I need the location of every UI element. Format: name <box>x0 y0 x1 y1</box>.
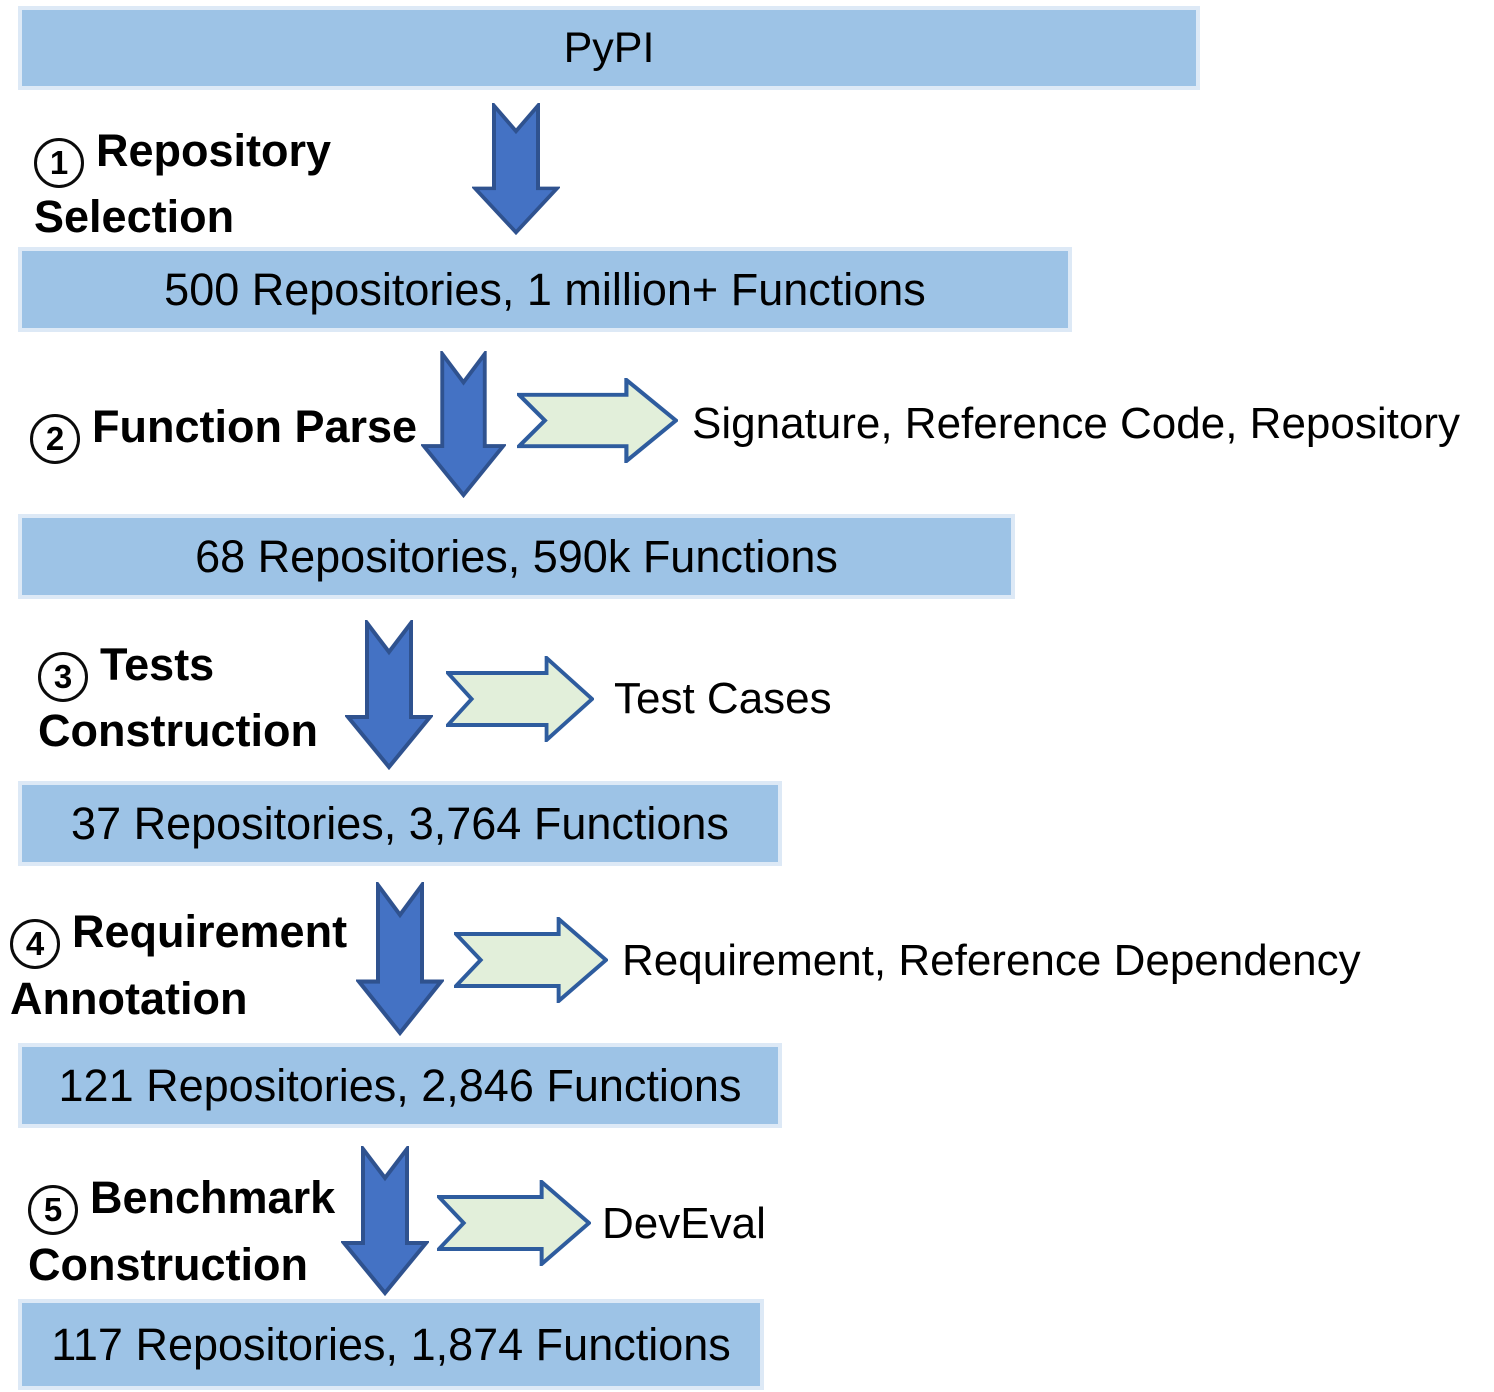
stage-result-bar: 37 Repositories, 3,764 Functions <box>18 781 782 866</box>
down-arrow-icon <box>472 103 560 235</box>
step-5-label-line-2: Construction <box>28 1239 308 1290</box>
step-5-number-badge: 5 <box>28 1185 78 1235</box>
stage-result-text: 121 Repositories, 2,846 Functions <box>58 1060 742 1111</box>
pypi-source-bar: PyPI <box>18 6 1200 90</box>
down-arrow-icon <box>345 620 433 770</box>
step-1-title: Repository <box>96 125 332 176</box>
step-4-label-line-2: Annotation <box>10 973 248 1024</box>
stage-result-text: 117 Repositories, 1,874 Functions <box>51 1319 731 1370</box>
step-4-output-text: Requirement, Reference Dependency <box>622 936 1361 985</box>
notched-right-arrow-icon <box>446 656 594 742</box>
step-3-label-line-2: Construction <box>38 705 318 756</box>
step-1-label-line-2: Selection <box>34 191 235 242</box>
step-3-title: Tests <box>100 639 215 690</box>
stage-result-text: 500 Repositories, 1 million+ Functions <box>164 264 926 315</box>
step-1-number-badge: 1 <box>34 138 84 188</box>
stage-result-text: 68 Repositories, 590k Functions <box>195 531 838 582</box>
down-arrow-icon <box>421 351 506 498</box>
step-5-output-text: DevEval <box>602 1199 766 1248</box>
stage-result-bar: 121 Repositories, 2,846 Functions <box>18 1043 782 1128</box>
step-5-title: Benchmark <box>90 1172 336 1223</box>
step-2-title: Function Parse <box>92 401 418 452</box>
stage-result-bar: 117 Repositories, 1,874 Functions <box>18 1299 764 1390</box>
step-4-title: Requirement <box>72 906 348 957</box>
step-2-output-text: Signature, Reference Code, Repository <box>692 399 1460 448</box>
notched-right-arrow-icon <box>517 378 678 463</box>
step-3-output-text: Test Cases <box>614 674 832 723</box>
notched-right-arrow-icon <box>437 1180 591 1266</box>
down-arrow-icon <box>341 1146 429 1296</box>
stage-result-bar: 500 Repositories, 1 million+ Functions <box>18 247 1072 332</box>
step-3-number-badge: 3 <box>38 652 88 702</box>
notched-right-arrow-icon <box>454 917 608 1003</box>
stage-result-text: 37 Repositories, 3,764 Functions <box>71 798 729 849</box>
stage-result-bar: 68 Repositories, 590k Functions <box>18 514 1015 599</box>
step-4-number-badge: 4 <box>10 919 60 969</box>
down-arrow-icon <box>356 882 444 1036</box>
pypi-label: PyPI <box>563 23 655 72</box>
step-2-number-badge: 2 <box>30 414 80 464</box>
